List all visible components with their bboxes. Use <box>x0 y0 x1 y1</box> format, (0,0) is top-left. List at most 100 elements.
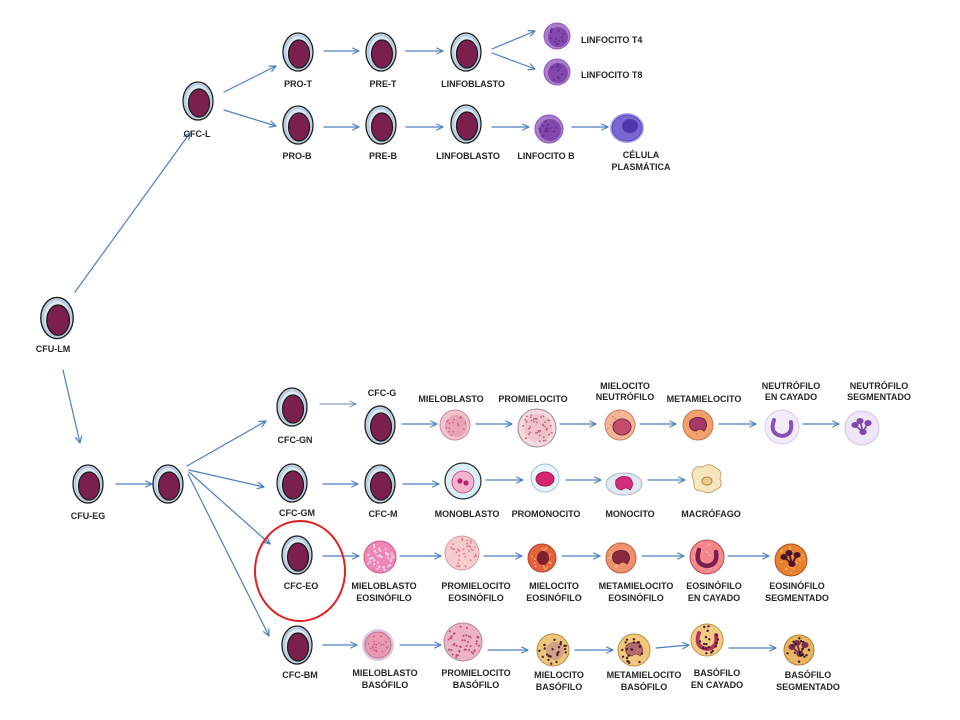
linfocito-t4-cell <box>543 22 571 50</box>
granule <box>373 649 375 651</box>
granule <box>547 419 549 422</box>
granule <box>638 644 641 648</box>
arrow-head <box>601 123 609 131</box>
granule <box>469 541 472 544</box>
cytoplasm-shade <box>284 34 312 70</box>
label-line-1: CÉLULA <box>623 150 660 160</box>
arrow <box>727 552 770 560</box>
label-line-1: NEUTRÓFILO <box>762 380 821 391</box>
granule <box>374 551 377 554</box>
arrow-head <box>681 641 690 650</box>
granule <box>557 650 560 654</box>
cytoplasm-shade <box>284 107 312 143</box>
granule <box>708 543 711 546</box>
granule <box>453 418 455 421</box>
granule <box>609 424 612 426</box>
granule <box>557 29 560 33</box>
arrow-shaft <box>223 109 277 127</box>
granule <box>803 655 806 658</box>
granule <box>638 660 641 664</box>
arrow-head <box>593 552 601 560</box>
progenitor-cell-linfoblasto-b <box>450 104 482 144</box>
granule <box>456 565 458 568</box>
granule <box>536 421 538 424</box>
mieloblasto-cell <box>439 409 471 441</box>
label-line-1: PROMIELOCITO <box>441 668 510 678</box>
label-line-2: SEGMENTADO <box>776 682 840 692</box>
arrow <box>491 52 536 71</box>
cell-nucleus <box>455 111 479 141</box>
granule <box>462 634 465 637</box>
granule <box>786 652 789 655</box>
granule <box>450 635 453 638</box>
arrow-head <box>522 123 530 131</box>
granule <box>559 641 562 644</box>
arrow-shaft <box>655 644 690 649</box>
cytoplasm-shade <box>184 83 212 119</box>
granule <box>630 648 633 651</box>
arrow <box>647 476 686 484</box>
nucleus-lobe <box>785 550 793 556</box>
granule <box>544 120 547 123</box>
arrow-head <box>505 420 513 428</box>
granule <box>462 552 465 555</box>
granule <box>467 635 470 638</box>
arrow-shaft <box>74 132 191 293</box>
granule <box>459 417 461 419</box>
progenitor-cell-cfc-gn <box>276 387 308 427</box>
granule <box>384 547 387 550</box>
granule <box>702 560 704 562</box>
nucleus-lobe <box>856 418 864 424</box>
label-line-2: EOSINÓFILO <box>608 592 664 603</box>
arrow-shaft <box>491 52 536 70</box>
arrow <box>323 123 360 131</box>
granule <box>561 40 564 43</box>
granule <box>539 130 542 133</box>
granule <box>807 648 811 652</box>
granule <box>448 422 451 425</box>
arrow-head <box>832 420 840 428</box>
label-promielocito: PROMIELOCITO <box>498 394 567 404</box>
granule <box>556 653 559 657</box>
granule <box>473 555 476 558</box>
granule <box>687 416 689 419</box>
granule <box>529 426 532 428</box>
label-linfocito-b: LINFOCITO B <box>517 151 575 161</box>
arrow-shaft <box>188 471 271 545</box>
granule <box>465 542 468 545</box>
granule <box>445 420 448 423</box>
granule <box>559 66 562 69</box>
granule <box>457 562 460 565</box>
arrow-head <box>669 420 677 428</box>
granule <box>628 661 631 664</box>
label-cfu-lm: CFU-LM <box>36 344 71 354</box>
promielocito-cell <box>517 408 557 448</box>
arrow <box>188 469 265 490</box>
granule <box>624 641 627 644</box>
arrow <box>399 641 442 649</box>
nucleus-lobe <box>859 429 867 435</box>
granule <box>373 549 376 552</box>
granule <box>799 654 802 657</box>
granule <box>793 651 797 654</box>
granule <box>538 649 541 652</box>
arrow-shaft <box>491 30 536 50</box>
arrow <box>322 641 358 649</box>
granule <box>686 423 689 425</box>
granule <box>706 629 709 632</box>
granule <box>555 660 558 664</box>
granule <box>698 640 702 643</box>
arrow-head <box>268 65 277 73</box>
granule <box>537 430 540 432</box>
granule <box>543 566 545 569</box>
granule <box>709 567 712 570</box>
arrow-shaft <box>62 369 81 444</box>
label-line-2: EOSINÓFILO <box>526 592 582 603</box>
label-line-1: MIELOCITO <box>534 670 584 680</box>
arrow-head <box>432 480 440 488</box>
granule <box>448 427 451 430</box>
label-line-1: MIELOCITO <box>600 381 650 391</box>
nucleolus <box>457 478 463 484</box>
